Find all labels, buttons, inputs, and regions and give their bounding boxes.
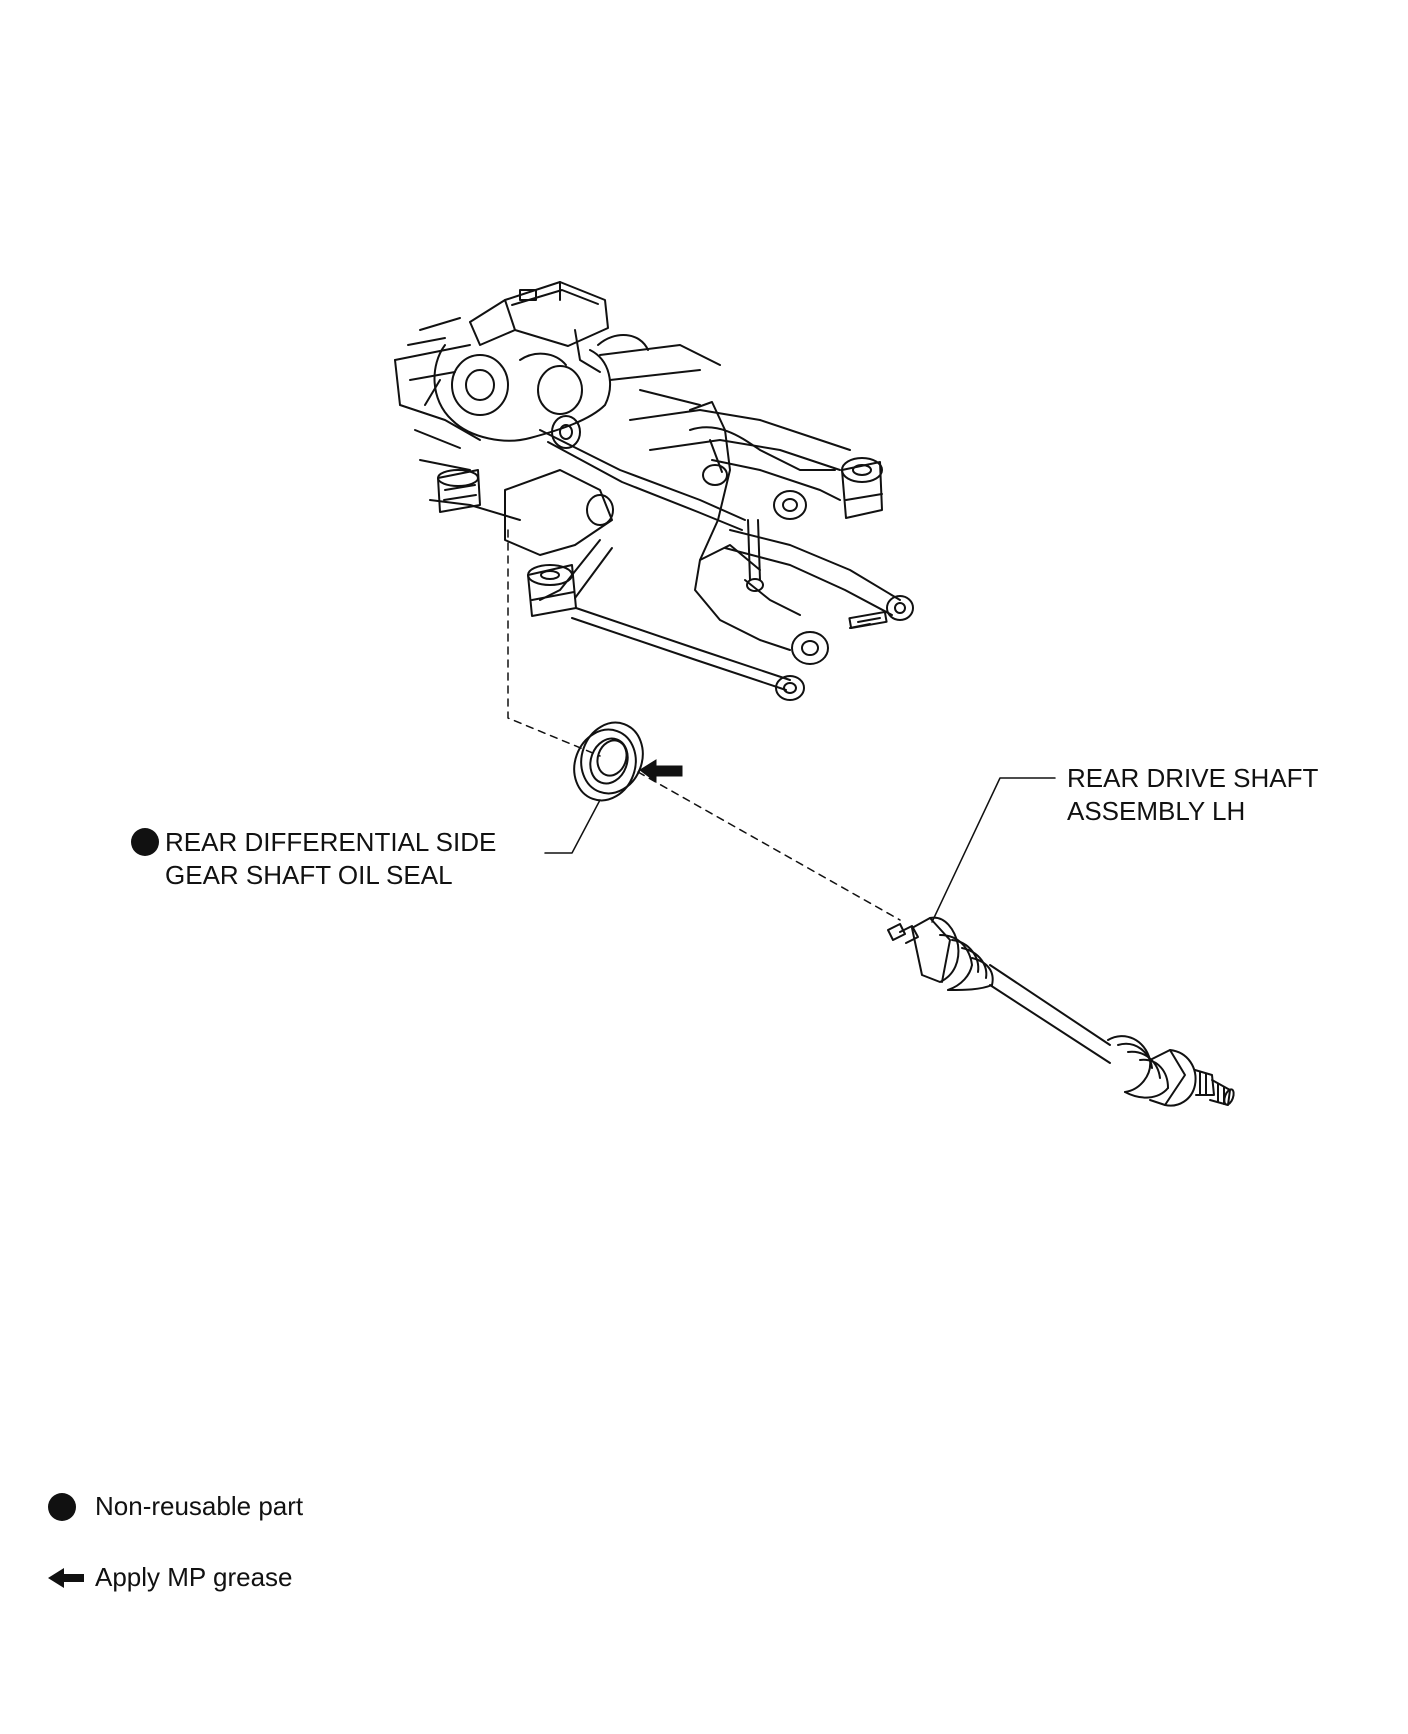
oil-seal-callout-line1: REAR DIFFERENTIAL SIDE <box>165 827 497 857</box>
oil-seal-callout-line2: GEAR SHAFT OIL SEAL <box>165 860 453 890</box>
oil-seal-part <box>573 721 644 802</box>
legend-non-reusable-dot-icon <box>48 1493 76 1521</box>
grease-arrow-icon <box>639 759 683 783</box>
drive-shaft-callout-line2: ASSEMBLY LH <box>1067 796 1246 826</box>
non-reusable-dot-icon <box>131 828 159 856</box>
drive-shaft-leader-line <box>931 777 1056 923</box>
installation-path-dashed <box>507 529 601 757</box>
legend-grease-arrow-icon <box>48 1568 84 1588</box>
legend-non-reusable-label: Non-reusable part <box>95 1491 304 1521</box>
installation-path-dashed-lower <box>637 771 901 921</box>
legend-grease-label: Apply MP grease <box>95 1562 293 1592</box>
oil-seal-leader-line <box>544 799 601 854</box>
drive-shaft-part <box>887 916 1235 1107</box>
drive-shaft-callout-line1: REAR DRIVE SHAFT <box>1067 763 1319 793</box>
rear-suspension-assembly <box>394 281 914 701</box>
